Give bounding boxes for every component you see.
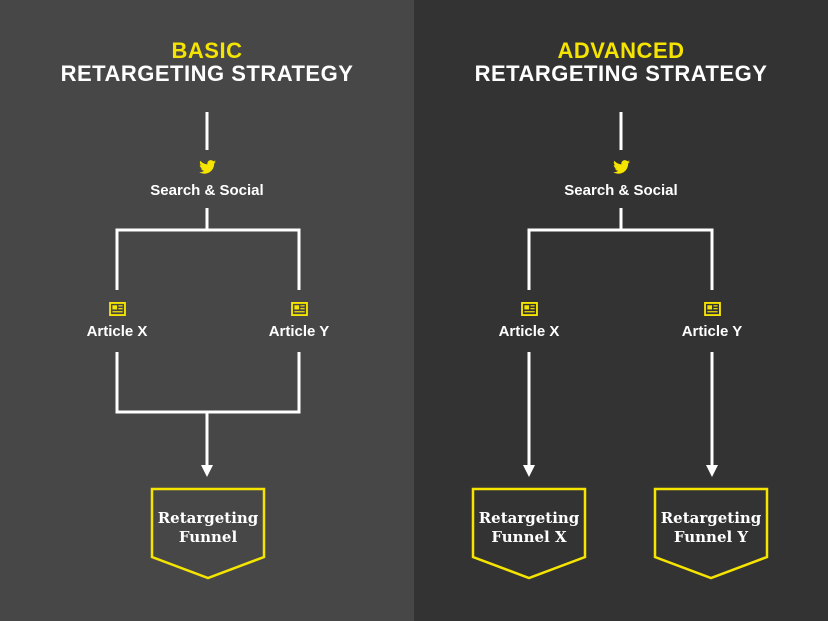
article-icon [521,302,538,316]
basic-diagram: BASIC RETARGETING STRATEGY Search & Soci… [61,38,354,580]
advanced-funnel-y-line1: Retargeting [661,509,762,527]
advanced-diagram: ADVANCED RETARGETING STRATEGY Search & S… [471,38,769,580]
basic-merge-connector [115,352,301,466]
twitter-bird-icon [199,160,216,174]
article-icon [291,302,308,316]
article-icon [704,302,721,316]
advanced-source-label: Search & Social [564,182,677,199]
advanced-funnel-x-line1: Retargeting [479,509,580,527]
advanced-funnel-x-line2: Funnel X [491,528,567,546]
basic-funnel-line2: Funnel [179,528,238,546]
basic-article-y-label: Article Y [269,323,330,340]
article-icon [109,302,126,316]
advanced-strategy-panel [414,0,828,621]
twitter-bird-icon [613,160,630,174]
basic-funnel-line1: Retargeting [158,509,259,527]
basic-split-connector [115,208,301,290]
basic-arrowhead [201,465,213,477]
basic-funnel-box [150,487,266,580]
basic-source-label: Search & Social [150,182,263,199]
advanced-title-accent: ADVANCED [557,38,684,63]
basic-strategy-panel [0,0,414,621]
advanced-arrowhead-y [706,465,718,477]
advanced-article-y-label: Article Y [682,323,743,340]
basic-title-accent: BASIC [172,38,243,63]
basic-article-x-label: Article X [87,323,148,340]
basic-title-main: RETARGETING STRATEGY [61,61,354,86]
advanced-split-connector [527,208,714,290]
advanced-funnel-x-box [471,487,587,580]
advanced-funnel-y-line2: Funnel Y [674,528,749,546]
advanced-article-x-label: Article X [499,323,560,340]
advanced-title-main: RETARGETING STRATEGY [475,61,768,86]
advanced-funnel-y-box [653,487,769,580]
advanced-arrowhead-x [523,465,535,477]
